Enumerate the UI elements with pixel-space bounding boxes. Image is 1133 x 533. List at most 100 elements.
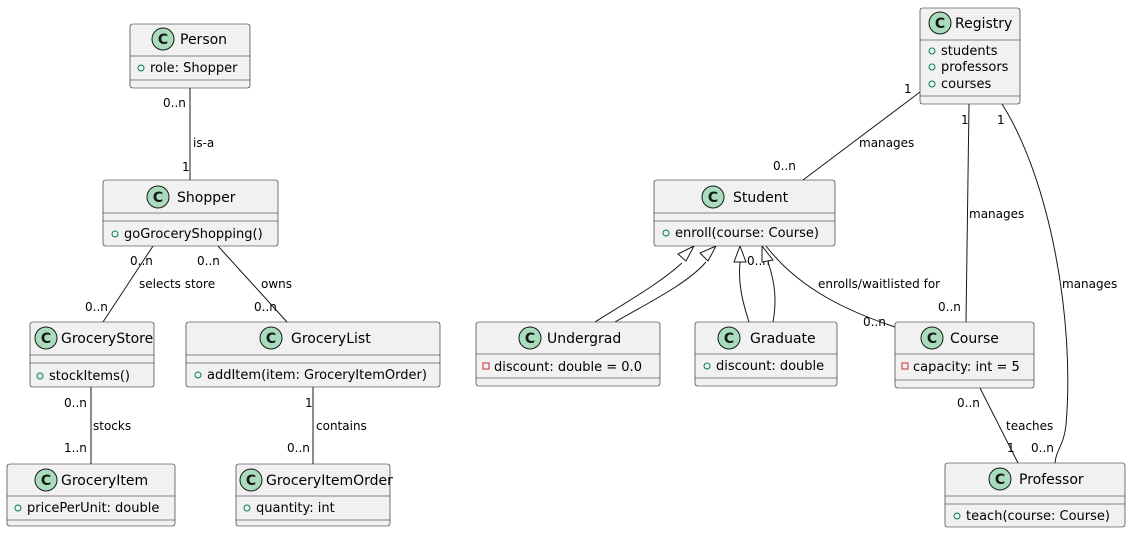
- edge-student-course: [765, 245, 896, 328]
- mult-shopper-store-to: 0..n: [85, 300, 108, 314]
- class-course[interactable]: C Course capacity: int = 5: [894, 321, 1035, 389]
- edge-label-course-professor: teaches: [1006, 419, 1053, 433]
- class-icon: [717, 326, 741, 350]
- class-registry[interactable]: C Registry students professors courses: [919, 7, 1021, 105]
- edge-label-registry-professor: manages: [1062, 277, 1117, 291]
- class-icon: [151, 27, 175, 51]
- class-grocery-list[interactable]: C GroceryList addItem(item: GroceryItemO…: [185, 321, 441, 388]
- mult-list-order-to: 0..n: [287, 441, 310, 455]
- class-icon-letter: C: [927, 331, 937, 347]
- edge-label-list-order: contains: [316, 419, 367, 433]
- edge-graduate-student-2: [767, 261, 776, 323]
- class-graduate[interactable]: C Graduate discount: double: [694, 321, 838, 387]
- public-visibility-icon: [703, 362, 711, 370]
- edge-label-shopper-store: selects store: [139, 277, 215, 291]
- class-icon-letter: C: [724, 331, 734, 347]
- class-icon: [34, 468, 58, 492]
- mult-shopper-list-to: 0..n: [254, 300, 277, 314]
- class-professor[interactable]: C Professor teach(course: Course): [944, 462, 1126, 528]
- edge-registry-course: [965, 103, 970, 323]
- class-icon-letter: C: [41, 473, 51, 489]
- class-member: discount: double: [716, 359, 824, 374]
- edge-label-person-shopper: is-a: [193, 136, 214, 150]
- edge-registry-student: [802, 91, 921, 181]
- mult-list-order-from: 1: [305, 396, 313, 410]
- class-icon-letter: C: [708, 190, 718, 206]
- class-name: Registry: [955, 16, 1012, 32]
- edge-undergrad-student-1: [594, 262, 683, 323]
- class-icon-letter: C: [153, 190, 163, 206]
- public-visibility-icon: [928, 63, 936, 71]
- class-member: pricePerUnit: double: [27, 501, 159, 516]
- public-visibility-icon: [928, 47, 936, 55]
- class-name: GroceryStore: [61, 331, 153, 347]
- class-member: professors: [941, 60, 1009, 75]
- public-visibility-icon: [137, 64, 145, 72]
- mult-course-professor-from: 0..n: [957, 396, 980, 410]
- mult-registry-professor-from: 1: [997, 113, 1005, 127]
- class-member: students: [941, 44, 998, 59]
- class-member: quantity: int: [256, 501, 335, 516]
- class-name: Graduate: [750, 331, 816, 347]
- class-member: capacity: int = 5: [913, 360, 1020, 375]
- class-person[interactable]: C Person role: Shopper: [129, 23, 251, 89]
- class-icon: [259, 326, 283, 350]
- class-undergrad[interactable]: C Undergrad discount: double = 0.0: [475, 321, 661, 387]
- mult-registry-student-to: 0..n: [773, 159, 796, 173]
- edges: is-a 0..n 1 selects store 0..n 0..n owns…: [64, 82, 1117, 464]
- mult-store-item-to: 1..n: [64, 441, 87, 455]
- class-icon-letter: C: [935, 16, 945, 32]
- class-icon: [701, 185, 725, 209]
- public-visibility-icon: [953, 512, 961, 520]
- class-name: GroceryItem: [61, 473, 148, 489]
- class-member: goGroceryShopping(): [124, 227, 263, 242]
- public-visibility-icon: [36, 372, 44, 380]
- class-grocery-store[interactable]: C GroceryStore stockItems(): [29, 321, 155, 388]
- private-visibility-icon: [901, 362, 909, 370]
- edge-label-shopper-list: owns: [261, 277, 292, 291]
- mult-registry-student-from: 1: [904, 82, 912, 96]
- edge-label-registry-student: manages: [859, 136, 914, 150]
- mult-shopper-list-from: 0..n: [197, 254, 220, 268]
- edge-label-store-item: stocks: [93, 419, 131, 433]
- class-grocery-item-order[interactable]: C GroceryItemOrder quantity: int: [235, 463, 393, 527]
- class-icon: [988, 467, 1012, 491]
- class-name: Undergrad: [547, 331, 621, 347]
- mult-course-professor-to: 1: [1007, 441, 1015, 455]
- class-shopper[interactable]: C Shopper goGroceryShopping(): [102, 179, 279, 247]
- class-member: teach(course: Course): [966, 509, 1110, 524]
- private-visibility-icon: [482, 362, 490, 370]
- class-grocery-item[interactable]: C GroceryItem pricePerUnit: double: [6, 463, 176, 527]
- inherit-arrow-graduate-2: [761, 244, 774, 263]
- mult-student-course-to: 0..n: [863, 315, 886, 329]
- class-name: Shopper: [177, 190, 236, 206]
- class-name: Course: [950, 331, 999, 347]
- public-visibility-icon: [111, 230, 119, 238]
- class-name: Person: [180, 32, 227, 48]
- class-icon: [920, 326, 944, 350]
- edge-label-student-course: enrolls/waitlisted for: [818, 277, 940, 291]
- class-icon: [928, 11, 952, 35]
- public-visibility-icon: [662, 229, 670, 237]
- class-icon-letter: C: [525, 331, 535, 347]
- mult-shopper-store-from: 0..n: [130, 254, 153, 268]
- class-name: GroceryItemOrder: [266, 473, 393, 489]
- class-icon-letter: C: [158, 32, 168, 48]
- edge-graduate-student-1: [739, 261, 750, 323]
- class-icon-letter: C: [266, 331, 276, 347]
- class-member: discount: double = 0.0: [494, 360, 642, 375]
- mult-store-item-from: 0..n: [64, 396, 87, 410]
- class-member: stockItems(): [49, 369, 130, 384]
- inherit-arrow-graduate-1: [733, 244, 747, 263]
- edge-undergrad-student-2: [614, 261, 707, 323]
- class-member: courses: [941, 77, 991, 92]
- class-icon: [34, 326, 58, 350]
- class-name: Professor: [1019, 472, 1084, 488]
- public-visibility-icon: [194, 371, 202, 379]
- public-visibility-icon: [928, 80, 936, 88]
- class-student[interactable]: C Student enroll(course: Course): [653, 179, 836, 247]
- mult-person-shopper-from: 0..n: [163, 96, 186, 110]
- class-icon-letter: C: [41, 331, 51, 347]
- class-name: GroceryList: [291, 331, 371, 347]
